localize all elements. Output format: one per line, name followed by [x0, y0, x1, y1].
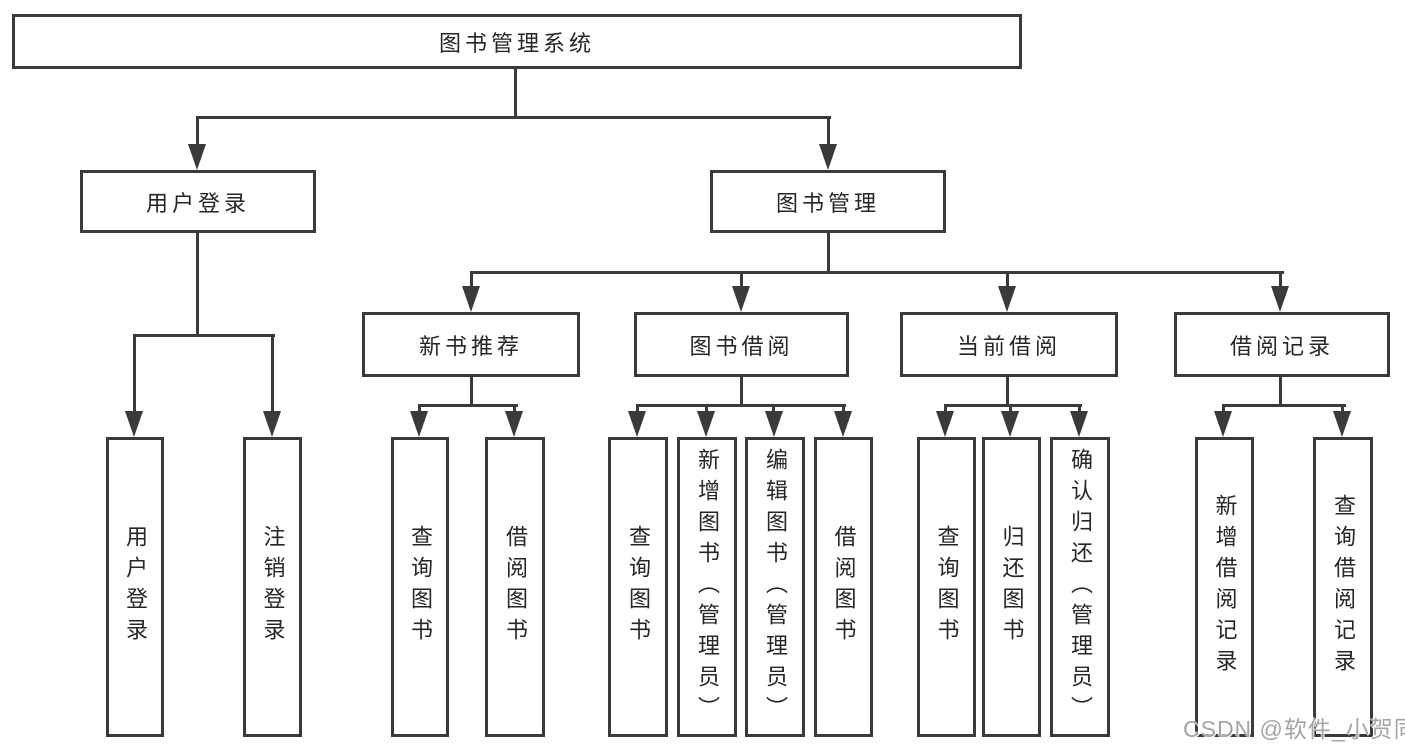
- leaf-user-login: 用户登录: [106, 437, 164, 737]
- csdn-watermark: CSDN @软件_小贺同学: [1183, 716, 1405, 742]
- connector-stub-leaf-logout: [271, 334, 274, 414]
- connector-s2-drop: [1006, 377, 1009, 407]
- node-book-management: 图书管理: [710, 170, 946, 233]
- arrowhead-current-borrow: [998, 286, 1016, 312]
- leaf-query-borrow-record: 查询借阅记录: [1313, 437, 1373, 737]
- connector-stub-new-book: [470, 271, 473, 289]
- connector-stub-book-borrow: [740, 271, 743, 289]
- arrowhead-new-book: [462, 286, 480, 312]
- leaf-add-books-admin: 新增图书（管理员）: [677, 437, 737, 737]
- connector-stub-d3: [1078, 404, 1081, 414]
- connector-s0-drop: [470, 377, 473, 407]
- arrowhead-book-borrow: [732, 286, 750, 312]
- connector-ul-drop: [196, 233, 199, 337]
- arrowhead-leaf-login: [125, 411, 143, 437]
- arrowhead-e1: [1214, 411, 1232, 437]
- connector-stub-b1: [418, 404, 421, 414]
- leaf-logout-login: 注销登录: [243, 437, 302, 737]
- arrowhead-c1: [628, 411, 646, 437]
- arrowhead-user-login: [188, 144, 206, 170]
- node-root-library-system: 图书管理系统: [12, 14, 1022, 69]
- arrowhead-borrow-records: [1271, 286, 1289, 312]
- connector-ul-bar: [133, 334, 275, 337]
- node-new-book-recommend: 新书推荐: [362, 312, 580, 377]
- node-current-borrow: 当前借阅: [900, 312, 1118, 377]
- leaf-return-books: 归还图书: [982, 437, 1041, 737]
- arrowhead-book-management: [819, 144, 837, 170]
- connector-stub-c2: [705, 404, 708, 414]
- connector-s0-bar: [418, 404, 518, 407]
- connector-stub-e1: [1222, 404, 1225, 414]
- node-borrow-records: 借阅记录: [1174, 312, 1390, 377]
- connector-stub-c1: [636, 404, 639, 414]
- leaf-query-books-borrow: 查询图书: [608, 437, 668, 737]
- arrowhead-d1: [936, 411, 954, 437]
- leaf-add-borrow-record: 新增借阅记录: [1195, 437, 1254, 737]
- node-book-borrow: 图书借阅: [634, 312, 849, 377]
- connector-s3-drop: [1279, 377, 1282, 407]
- connector-stub-current-borrow: [1006, 271, 1009, 289]
- arrowhead-c3: [765, 411, 783, 437]
- leaf-borrow-books: 借阅图书: [814, 437, 873, 737]
- connector-stub-borrow-records: [1279, 271, 1282, 289]
- arrowhead-b2: [505, 411, 523, 437]
- leaf-confirm-return-admin: 确认归还（管理员）: [1050, 437, 1110, 737]
- connector-s1-bar: [636, 404, 846, 407]
- connector-s1-drop: [740, 377, 743, 407]
- arrowhead-c2: [697, 411, 715, 437]
- connector-stub-c4: [842, 404, 845, 414]
- connector-stub-user-login: [196, 116, 199, 146]
- connector-bm-drop: [827, 233, 830, 274]
- arrowhead-d2: [1001, 411, 1019, 437]
- connector-stub-leaf-login: [133, 334, 136, 414]
- connector-stub-b2: [513, 404, 516, 414]
- connector-bm-bar: [470, 271, 1284, 274]
- leaf-edit-books-admin: 编辑图书（管理员）: [745, 437, 805, 737]
- leaf-query-books-recommend: 查询图书: [391, 437, 449, 737]
- connector-stub-c3: [772, 404, 775, 414]
- arrowhead-d3: [1070, 411, 1088, 437]
- connector-stub-d2: [1009, 404, 1012, 414]
- connector-root-drop: [514, 68, 517, 119]
- arrowhead-c4: [834, 411, 852, 437]
- leaf-borrow-books-recommend: 借阅图书: [485, 437, 545, 737]
- connector-stub-e2: [1341, 404, 1344, 414]
- arrowhead-e2: [1333, 411, 1351, 437]
- leaf-query-books-current: 查询图书: [917, 437, 976, 737]
- arrowhead-leaf-logout: [263, 411, 281, 437]
- connector-s2-bar: [944, 404, 1082, 407]
- connector-s3-bar: [1222, 404, 1346, 407]
- connector-stub-book-management: [827, 116, 830, 146]
- connector-root-bar: [196, 116, 831, 119]
- node-user-login: 用户登录: [80, 170, 316, 233]
- arrowhead-b1: [410, 411, 428, 437]
- connector-stub-d1: [944, 404, 947, 414]
